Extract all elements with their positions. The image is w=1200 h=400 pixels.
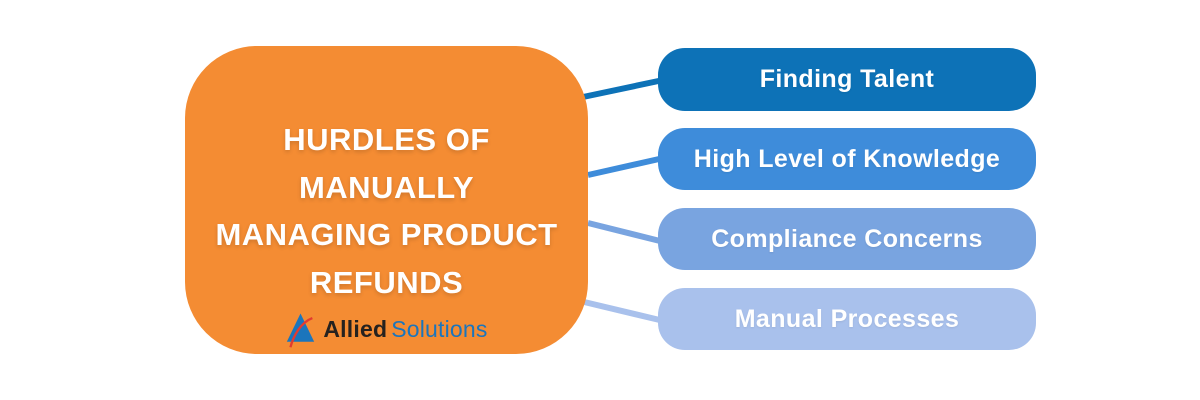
main-title-line-1: HURDLES OF MANUALLY xyxy=(283,122,490,205)
hurdle-item-finding-talent: Finding Talent xyxy=(658,48,1036,111)
connector-line-2 xyxy=(587,154,669,178)
connector-line-4 xyxy=(579,298,669,325)
main-title: HURDLES OF MANUALLY MANAGING PRODUCT REF… xyxy=(193,116,580,306)
connector-line-1 xyxy=(582,76,669,100)
hurdle-item-label: Manual Processes xyxy=(734,304,960,333)
brand-name-solutions: Solutions xyxy=(391,315,488,342)
connector-line-3 xyxy=(587,220,669,246)
hurdle-item-label: Finding Talent xyxy=(759,65,935,93)
allied-triangle-icon xyxy=(287,313,315,348)
hurdle-item-high-level-of-knowledge: High Level of Knowledge xyxy=(658,128,1036,190)
hurdle-item-manual-processes: Manual Processes xyxy=(658,288,1036,350)
main-title-line-2: MANAGING PRODUCT xyxy=(215,217,558,252)
brand-name-allied: Allied xyxy=(323,315,388,342)
main-title-line-3: REFUNDS xyxy=(309,264,464,300)
allied-solutions-logo: Allied Solutions xyxy=(185,308,588,350)
hurdle-item-compliance-concerns: Compliance Concerns xyxy=(658,208,1036,270)
main-topic-box: HURDLES OF MANUALLY MANAGING PRODUCT REF… xyxy=(185,46,588,354)
hurdle-item-label: High Level of Knowledge xyxy=(693,144,1001,173)
logo-swoosh xyxy=(289,316,314,348)
hurdle-item-label: Compliance Concerns xyxy=(711,224,983,253)
